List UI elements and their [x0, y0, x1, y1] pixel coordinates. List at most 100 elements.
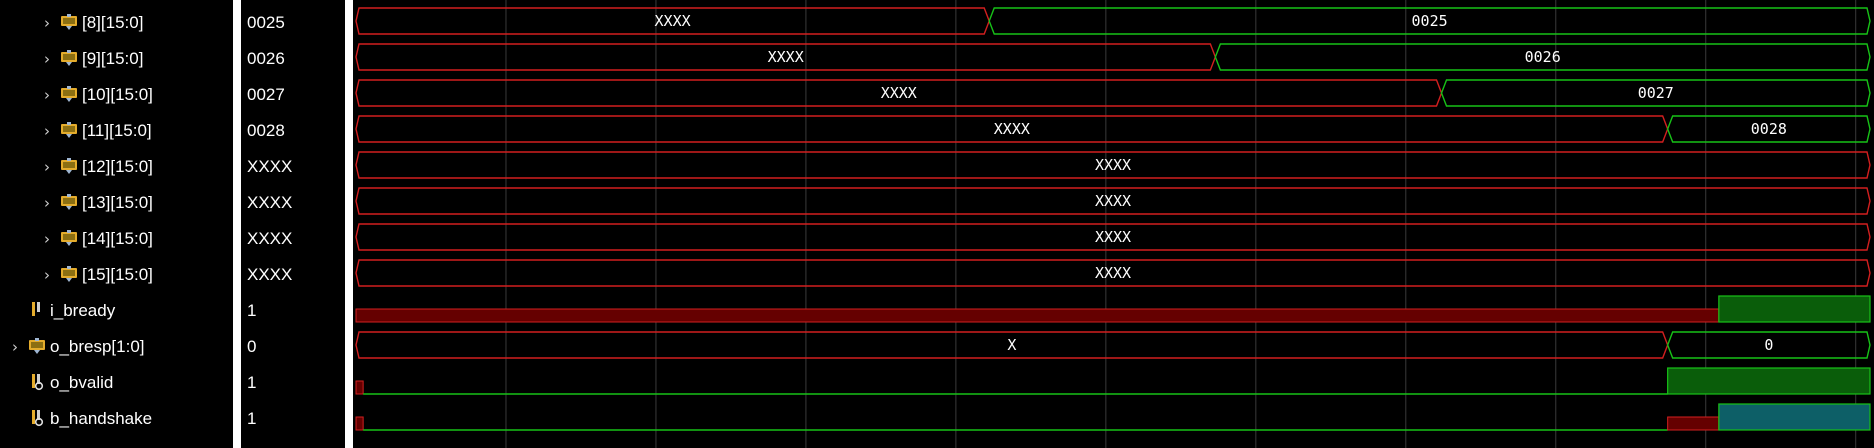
signal-waveform[interactable]: XXXX: [355, 151, 1871, 179]
signal-row-value[interactable]: 0027: [241, 77, 345, 113]
input-wire-icon: [28, 301, 46, 319]
signal-name-label: o_bresp[1:0]: [50, 337, 145, 356]
signal-name-label: [15][15:0]: [82, 265, 153, 284]
signal-row-name[interactable]: b_handshake: [0, 401, 233, 437]
bus-segment: [355, 331, 1669, 359]
bus-segment: [355, 259, 1871, 287]
signal-row-value[interactable]: XXXX: [241, 185, 345, 221]
signal-waveform[interactable]: XXXX 0025: [355, 7, 1871, 35]
bus-segment-value: XXXX: [881, 84, 917, 102]
signal-row-name[interactable]: i_bready: [0, 293, 233, 329]
signal-row-name[interactable]: › [9][15:0]: [0, 41, 233, 77]
bus-segment: [355, 43, 1217, 71]
signal-row-name[interactable]: › [8][15:0]: [0, 5, 233, 41]
bus-segment: [355, 187, 1871, 215]
signal-value-label: XXXX: [247, 157, 293, 176]
bus-icon: [60, 265, 78, 283]
signal-row-value[interactable]: 1: [241, 293, 345, 329]
signal-row-name[interactable]: › [14][15:0]: [0, 221, 233, 257]
chevron-right-icon[interactable]: ›: [44, 14, 50, 32]
signal-row-name[interactable]: › o_bresp[1:0]: [0, 329, 233, 365]
chevron-right-icon[interactable]: ›: [44, 230, 50, 248]
signal-row-name[interactable]: › [11][15:0]: [0, 113, 233, 149]
signal-value-label: 1: [247, 409, 257, 428]
signal-waveform[interactable]: [355, 403, 1871, 431]
signal-row-name[interactable]: o_bvalid: [0, 365, 233, 401]
signal-waveform[interactable]: [355, 295, 1871, 323]
signal-row-value[interactable]: 1: [241, 365, 345, 401]
signal-row-name[interactable]: › [12][15:0]: [0, 149, 233, 185]
bit-segment: [1667, 367, 1871, 395]
bus-segment: [1666, 331, 1871, 359]
bus-segment-value: XXXX: [1095, 192, 1131, 210]
signal-waveform[interactable]: [355, 367, 1871, 395]
signal-value-label: 0027: [247, 85, 285, 104]
signal-name-label: o_bvalid: [50, 373, 114, 392]
bus-icon: [60, 229, 78, 247]
bus-segment-value: XXXX: [1095, 156, 1131, 174]
chevron-right-icon[interactable]: ›: [44, 266, 50, 284]
signal-value-label: XXXX: [247, 193, 293, 212]
signal-name-label: b_handshake: [50, 409, 153, 428]
bus-icon: [60, 85, 78, 103]
signal-row-value[interactable]: 0: [241, 329, 345, 365]
bit-segment: [355, 416, 364, 431]
chevron-right-icon[interactable]: ›: [44, 194, 50, 212]
signal-waveform[interactable]: XXXX: [355, 223, 1871, 251]
bus-segment: [355, 223, 1871, 251]
signal-row-value[interactable]: 1: [241, 401, 345, 437]
bus-segment-value: XXXX: [1095, 228, 1131, 246]
signal-name-label: [9][15:0]: [82, 49, 144, 68]
signal-row-name[interactable]: › [15][15:0]: [0, 257, 233, 293]
signal-waveform[interactable]: XXXX: [355, 187, 1871, 215]
signal-name-label: [13][15:0]: [82, 193, 153, 212]
chevron-right-icon[interactable]: ›: [44, 50, 50, 68]
signal-value-label: 0028: [247, 121, 285, 140]
output-wire-icon: [28, 409, 46, 427]
bus-segment-value: 0025: [1412, 12, 1448, 30]
signal-name-label: [10][15:0]: [82, 85, 153, 104]
chevron-right-icon[interactable]: ›: [12, 338, 18, 356]
signal-waveform[interactable]: XXXX: [355, 259, 1871, 287]
signal-value-label: 1: [247, 301, 257, 320]
bus-segment: [1440, 79, 1871, 107]
signal-row-value[interactable]: XXXX: [241, 149, 345, 185]
bus-icon: [60, 157, 78, 175]
signal-row-value[interactable]: 0025: [241, 5, 345, 41]
name-value-splitter[interactable]: [233, 0, 241, 448]
signal-name-label: [12][15:0]: [82, 157, 153, 176]
bus-segment-value: X: [1007, 336, 1016, 354]
bus-segment: [1666, 115, 1871, 143]
chevron-right-icon[interactable]: ›: [44, 158, 50, 176]
bit-segment: [355, 308, 1720, 323]
bit-segment: [1718, 403, 1871, 431]
signal-row-value[interactable]: XXXX: [241, 257, 345, 293]
bus-icon: [28, 337, 46, 355]
signal-row-name[interactable]: › [13][15:0]: [0, 185, 233, 221]
bus-segment-value: XXXX: [655, 12, 691, 30]
signal-row-value[interactable]: 0026: [241, 41, 345, 77]
bus-icon: [60, 193, 78, 211]
signal-row-value[interactable]: XXXX: [241, 221, 345, 257]
signal-value-label: 0025: [247, 13, 285, 32]
signal-value-label: 0026: [247, 49, 285, 68]
signal-name-label: [8][15:0]: [82, 13, 144, 32]
signal-value-label: 0: [247, 337, 257, 356]
signal-row-value[interactable]: 0028: [241, 113, 345, 149]
signal-name-label: [14][15:0]: [82, 229, 153, 248]
signal-row-name[interactable]: › [10][15:0]: [0, 77, 233, 113]
bus-icon: [60, 13, 78, 31]
value-wave-splitter[interactable]: [345, 0, 353, 448]
bus-icon: [60, 121, 78, 139]
chevron-right-icon[interactable]: ›: [44, 122, 50, 140]
chevron-right-icon[interactable]: ›: [44, 86, 50, 104]
signal-name-label: [11][15:0]: [82, 121, 152, 140]
signal-value-label: 1: [247, 373, 257, 392]
